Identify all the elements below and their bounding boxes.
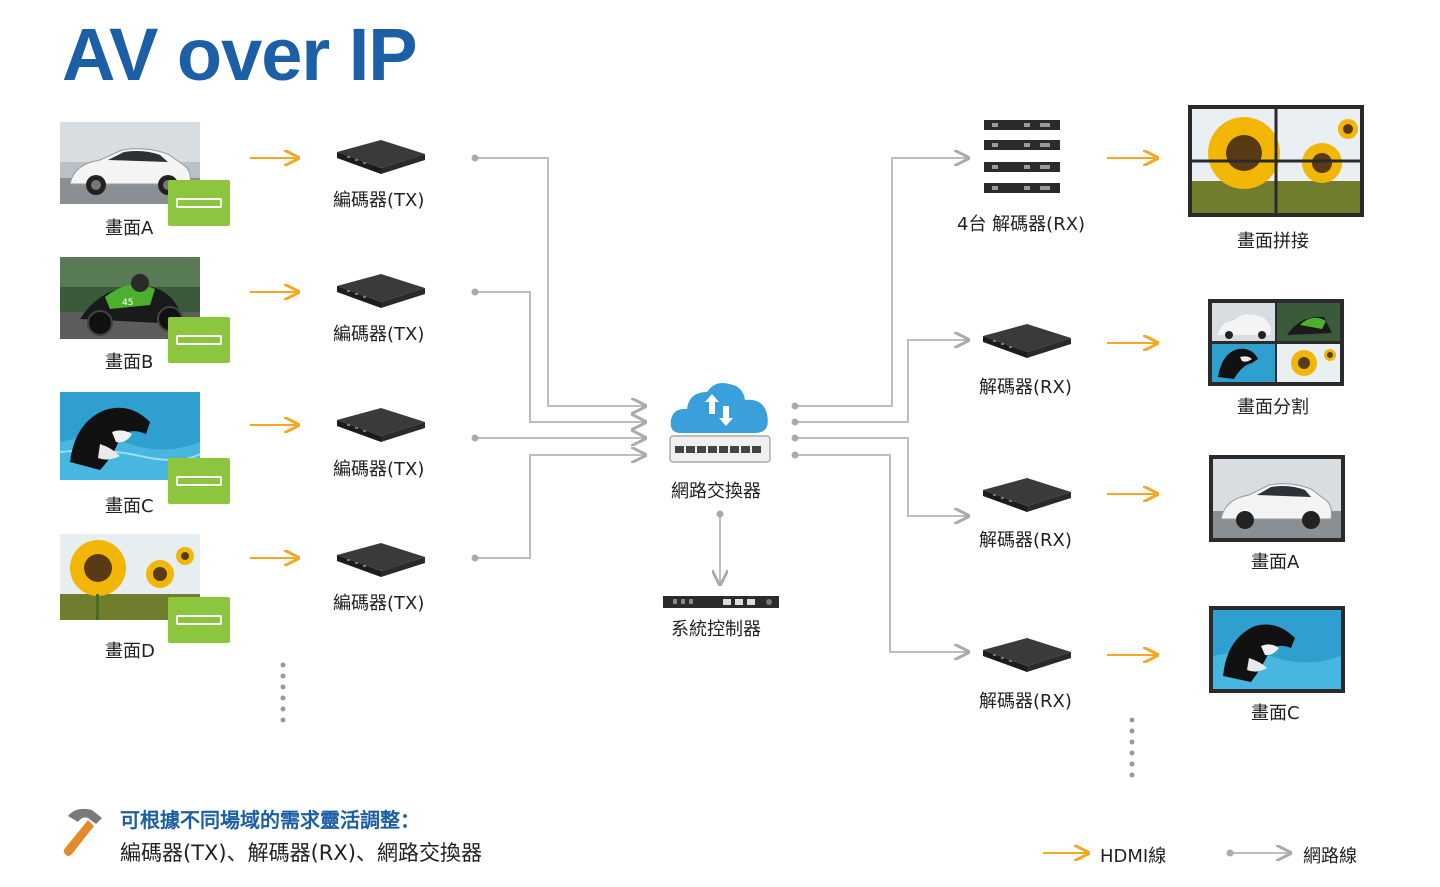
source-label-c: 畫面C [105, 496, 154, 517]
note-body: 編碼器(TX)、解碼器(RX)、網路交換器 [120, 841, 482, 865]
source-device-icon [168, 180, 230, 226]
source-image-b: 45 [60, 257, 200, 339]
quad-split-display [1208, 299, 1344, 386]
network-lines-output [795, 158, 968, 652]
source-label-d: 畫面D [105, 641, 155, 662]
decoder-label: 解碼器(RX) [979, 530, 1072, 551]
encoder-device-icon [337, 140, 425, 174]
legend-hdmi-label: HDMI線 [1100, 846, 1167, 867]
decoder-label: 4台 解碼器(RX) [957, 214, 1086, 235]
hammer-icon [63, 808, 102, 856]
source-label-a: 畫面A [105, 218, 154, 239]
page-title: AV over IP [62, 13, 418, 96]
decoder-stack-icon [984, 120, 1060, 193]
source-image-d [60, 534, 200, 620]
source-device-icon [168, 597, 230, 643]
single-display-c [1209, 606, 1345, 693]
system-controller-icon [663, 596, 779, 608]
encoder-device-icon [337, 543, 425, 577]
network-lines-input [475, 157, 645, 559]
encoder-label: 編碼器(TX) [333, 190, 425, 211]
more-displays-dots [1129, 717, 1135, 778]
output-label: 畫面A [1251, 552, 1300, 573]
switch-label: 網路交換器 [671, 481, 761, 502]
decoder-label: 解碼器(RX) [979, 377, 1072, 398]
output-label: 畫面C [1251, 703, 1300, 724]
svg-text:45: 45 [122, 298, 133, 308]
encoder-device-icon [337, 274, 425, 308]
legend-network-label: 網路線 [1303, 846, 1357, 867]
source-device-icon [168, 458, 230, 504]
controller-label: 系統控制器 [671, 619, 761, 640]
encoder-label: 編碼器(TX) [333, 459, 425, 480]
source-device-icon [168, 317, 230, 363]
output-label: 畫面分割 [1237, 397, 1309, 418]
hdmi-arrows-input [250, 158, 298, 558]
note-heading: 可根據不同場域的需求靈活調整： [120, 808, 420, 832]
output-label: 畫面拼接 [1237, 231, 1309, 252]
decoder-device-icon [983, 324, 1071, 358]
hdmi-arrows-output [1107, 158, 1157, 655]
source-label-b: 畫面B [105, 352, 154, 373]
decoder-device-icon [983, 478, 1071, 512]
video-wall-display [1188, 105, 1364, 217]
encoder-label: 編碼器(TX) [333, 324, 425, 345]
more-sources-dots [280, 662, 286, 723]
single-display-a [1209, 455, 1345, 542]
encoder-device-icon [337, 408, 425, 442]
network-switch-icon [669, 383, 771, 463]
decoder-device-icon [983, 638, 1071, 672]
decoder-label: 解碼器(RX) [979, 691, 1072, 712]
encoder-label: 編碼器(TX) [333, 593, 425, 614]
